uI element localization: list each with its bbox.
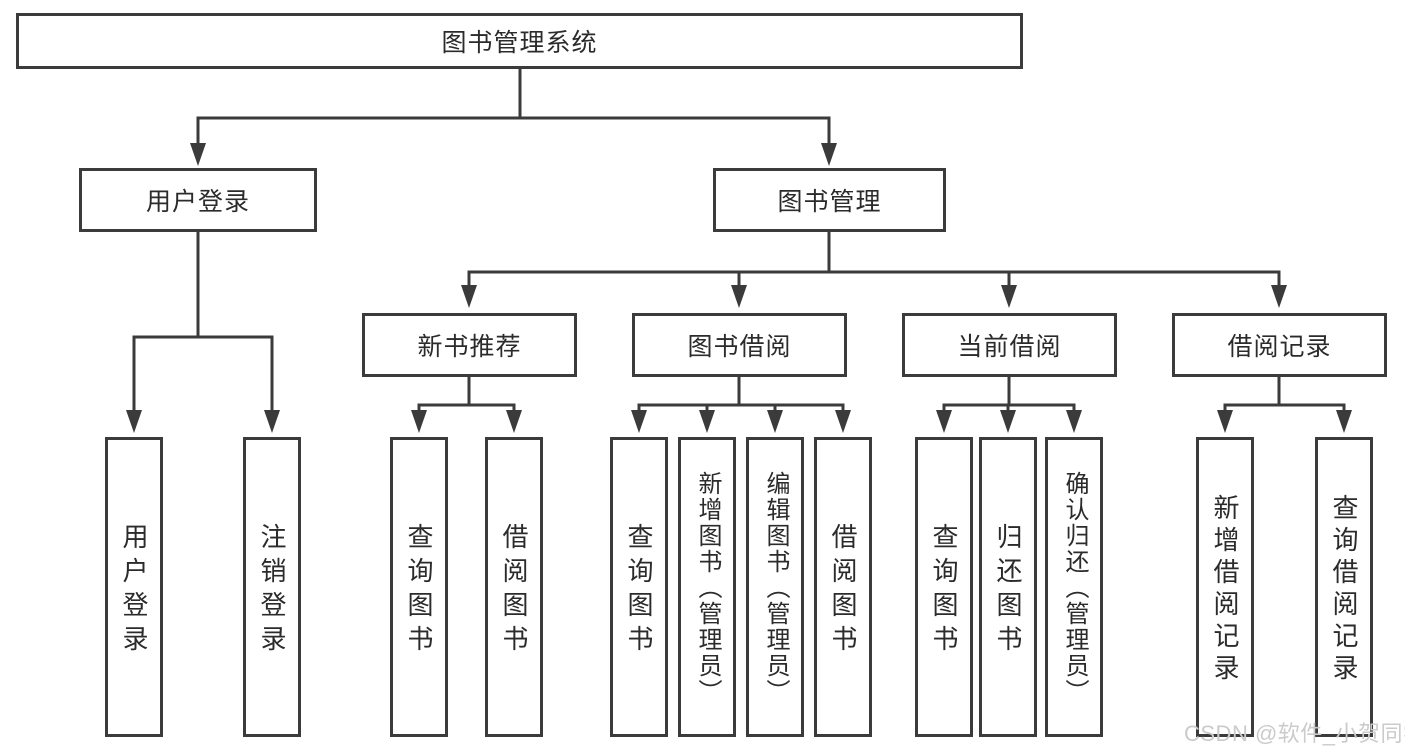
node-newbook-borrow-books: 借阅图书: [485, 437, 543, 737]
node-borrowing-query-books: 查询图书: [610, 437, 668, 737]
node-label: 图书管理系统: [441, 29, 598, 57]
arrowhead-icon: [506, 410, 522, 433]
node-label: 查询图书: [929, 523, 959, 659]
node-user-login-leaf: 用户登录: [105, 437, 163, 737]
node-label: 当前借阅: [957, 333, 1062, 361]
node-borrowing-borrow-books: 借阅图书: [814, 437, 872, 737]
arrowhead-icon: [1000, 410, 1016, 433]
arrowhead-icon: [411, 410, 427, 433]
connector-borrow-record-branch: [1217, 375, 1352, 433]
node-label: 查询图书: [624, 523, 654, 659]
node-label: 新书推荐: [417, 333, 522, 361]
node-label: 图书借阅: [687, 333, 792, 361]
arrowhead-icon: [1066, 410, 1082, 433]
node-label: 新增图书（管理员）: [694, 471, 721, 705]
node-newbook-query-books: 查询图书: [390, 437, 448, 737]
arrowhead-icon: [1271, 285, 1287, 308]
arrowhead-icon: [461, 285, 477, 308]
node-label: 用户登录: [119, 523, 149, 659]
connector-book-mgmt-branch: [461, 230, 1287, 308]
node-label: 确认归还（管理员）: [1061, 471, 1088, 705]
arrowhead-icon: [835, 410, 851, 433]
node-query-borrow-record: 查询借阅记录: [1315, 437, 1373, 737]
arrowhead-icon: [1217, 410, 1233, 433]
connector-new-book-branch: [411, 375, 522, 433]
node-label: 编辑图书（管理员）: [762, 471, 789, 705]
node-edit-book-admin: 编辑图书（管理员）: [746, 437, 804, 737]
node-logout-leaf: 注销登录: [243, 437, 301, 737]
node-add-borrow-record: 新增借阅记录: [1196, 437, 1254, 737]
node-new-book-recommend: 新书推荐: [362, 313, 577, 377]
node-label: 归还图书: [993, 523, 1023, 659]
node-user-login-group: 用户登录: [79, 168, 317, 232]
node-confirm-return-admin: 确认归还（管理员）: [1045, 437, 1103, 737]
connector-user-login-branch: [126, 230, 280, 433]
node-label: 借阅图书: [499, 523, 529, 659]
connector-book-borrow-branch: [631, 375, 851, 433]
arrowhead-icon: [699, 410, 715, 433]
arrowhead-icon: [126, 410, 142, 433]
node-root-system: 图书管理系统: [16, 13, 1023, 69]
connector-current-borrow-branch: [936, 375, 1082, 433]
node-label: 查询图书: [404, 523, 434, 659]
node-label: 注销登录: [257, 523, 287, 659]
arrowhead-icon: [631, 410, 647, 433]
node-book-borrowing: 图书借阅: [632, 313, 847, 377]
arrowhead-icon: [821, 143, 837, 166]
node-label: 新增借阅记录: [1210, 494, 1240, 686]
arrowhead-icon: [731, 285, 747, 308]
arrowhead-icon: [264, 410, 280, 433]
csdn-watermark: CSDN @软件_小贺同学: [1184, 721, 1405, 746]
node-label: 查询借阅记录: [1329, 494, 1359, 686]
arrowhead-icon: [1336, 410, 1352, 433]
arrowhead-icon: [767, 410, 783, 433]
node-label: 用户登录: [145, 188, 250, 216]
node-label: 借阅图书: [828, 523, 858, 659]
node-current-query-books: 查询图书: [915, 437, 973, 737]
node-label: 借阅记录: [1227, 333, 1332, 361]
node-borrowing-records: 借阅记录: [1172, 313, 1387, 377]
arrowhead-icon: [1001, 285, 1017, 308]
node-add-book-admin: 新增图书（管理员）: [678, 437, 736, 737]
node-current-borrowing: 当前借阅: [902, 313, 1117, 377]
arrowhead-icon: [190, 143, 206, 166]
node-label: 图书管理: [777, 188, 882, 216]
arrowhead-icon: [936, 410, 952, 433]
node-return-books: 归还图书: [979, 437, 1037, 737]
connector-root: [190, 67, 837, 166]
node-book-management: 图书管理: [713, 168, 946, 232]
